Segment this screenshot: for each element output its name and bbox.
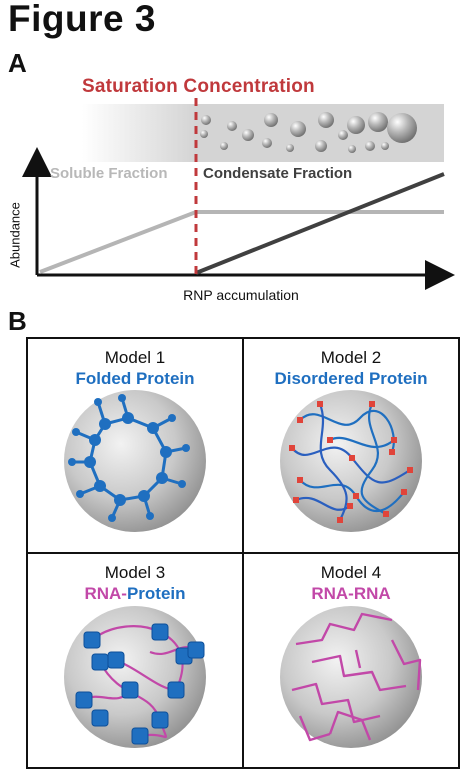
model-4-subtitle: RNA-RNA — [243, 584, 459, 603]
sticker-motif — [369, 401, 375, 407]
disordered-chain — [329, 436, 395, 449]
soluble-fraction-label: Soluble Fraction — [50, 165, 168, 182]
rna-rna-network — [291, 612, 422, 742]
model-4-condensate-sphere — [280, 606, 422, 748]
folded-protein-domain — [89, 434, 101, 446]
protein-cube — [151, 623, 169, 641]
protein-cube — [91, 653, 109, 671]
model-1-subtitle-text: Folded Protein — [75, 369, 195, 388]
x-axis-label: RNP accumulation — [183, 287, 299, 303]
panel-a-graph — [22, 98, 455, 290]
sticker-motif — [391, 437, 397, 443]
sticker-motif — [407, 467, 413, 473]
model-2-subtitle-text: Disordered Protein — [274, 369, 428, 388]
protein-cube — [83, 631, 101, 649]
sticker-motif — [293, 497, 299, 503]
model-4-title: Model 4 — [320, 563, 382, 582]
sticker-motif — [347, 503, 353, 509]
model-4-subtitle-text: RNA-RNA — [311, 584, 391, 603]
model-1-title: Model 1 — [104, 348, 166, 367]
folded-protein-knob — [118, 394, 126, 402]
sticker-motif — [349, 455, 355, 461]
folded-protein-knob — [168, 414, 176, 422]
folded-protein-domain — [156, 472, 168, 484]
soluble-gradient-band — [82, 104, 196, 162]
protein-cube — [121, 681, 139, 699]
model-3-condensate-sphere — [64, 606, 206, 748]
rna-strand — [291, 682, 381, 724]
model-2-subtitle: Disordered Protein — [243, 369, 459, 388]
folded-protein-network — [68, 394, 190, 522]
folded-protein-domain — [138, 490, 150, 502]
protein-cube — [131, 727, 149, 745]
sticker-motif — [297, 417, 303, 423]
panel-a-label: A — [8, 48, 27, 78]
model-3-subtitle-dash: - — [121, 584, 127, 603]
folded-protein-knob — [178, 480, 186, 488]
disordered-chain — [299, 409, 395, 453]
folded-protein-domain — [94, 480, 106, 492]
disordered-chain — [318, 403, 348, 521]
protein-cube — [107, 651, 125, 669]
sticker-motif — [297, 477, 303, 483]
folded-protein-domain — [160, 446, 172, 458]
condensate-fraction-line — [195, 172, 445, 275]
rna-strand — [328, 710, 372, 741]
protein-cube — [75, 691, 93, 709]
folded-protein-knob — [72, 428, 80, 436]
protein-cube — [167, 681, 185, 699]
protein-cube — [91, 709, 109, 727]
protein-cube — [187, 641, 205, 659]
folded-protein-domain — [84, 456, 96, 468]
rna-strand — [295, 612, 393, 646]
figure-title: Figure 3 — [8, 0, 156, 39]
sticker-motif — [401, 489, 407, 495]
model-3-subtitle-rna: RNA — [84, 584, 122, 603]
folded-protein-knob — [94, 398, 102, 406]
rna-strand — [298, 715, 331, 742]
saturation-concentration-label: Saturation Concentration — [82, 76, 315, 97]
sticker-motif — [327, 437, 333, 443]
rna-strand — [390, 639, 422, 691]
sticker-motif — [337, 517, 343, 523]
folded-protein-knob — [68, 458, 76, 466]
model-2-title: Model 2 — [320, 348, 382, 367]
model-1-subtitle: Folded Protein — [27, 369, 243, 388]
folded-protein-knob — [146, 512, 154, 520]
disordered-chain — [295, 497, 351, 511]
folded-protein-domain — [122, 412, 134, 424]
disordered-protein-chains — [289, 401, 413, 523]
condensate-fraction-label: Condensate Fraction — [203, 165, 353, 182]
protein-cube — [151, 711, 169, 729]
rna-strand — [311, 654, 407, 692]
sticker-motif — [383, 511, 389, 517]
folded-protein-knob — [108, 514, 116, 522]
folded-protein-domain — [114, 494, 126, 506]
sticker-motif — [353, 493, 359, 499]
folded-protein-domain — [99, 418, 111, 430]
folded-protein-knob — [182, 444, 190, 452]
condensate-droplets — [200, 112, 417, 153]
folded-protein-domain — [147, 422, 159, 434]
model-3-subtitle: RNA-Protein — [27, 584, 243, 603]
folded-protein-knob — [76, 490, 84, 498]
disordered-chain — [360, 403, 387, 515]
panel-b-label: B — [8, 306, 27, 336]
sticker-motif — [389, 449, 395, 455]
rna-protein-network — [75, 623, 205, 745]
model-3-subtitle-protein: Protein — [126, 584, 186, 603]
sticker-motif — [289, 445, 295, 451]
sticker-motif — [317, 401, 323, 407]
model-3-title: Model 3 — [104, 563, 166, 582]
rna-strand — [354, 649, 362, 669]
